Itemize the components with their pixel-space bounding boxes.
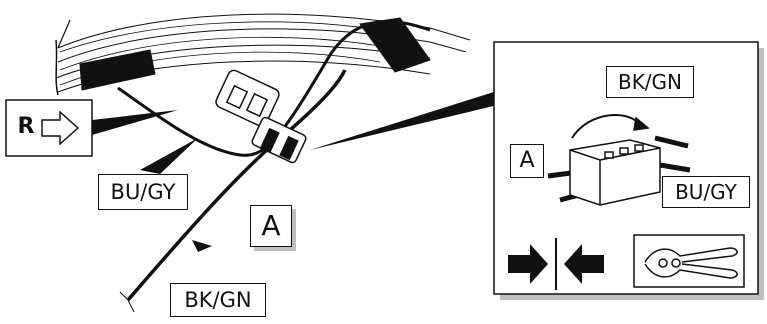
side-marker bbox=[5, 99, 93, 157]
detail-wire-label-bk-gn: BK/GN bbox=[606, 66, 694, 98]
crimping-pliers-icon bbox=[633, 234, 745, 288]
detail-connector-label: A bbox=[510, 144, 544, 178]
wiring-harness bbox=[55, 13, 471, 96]
main-splice-connector bbox=[215, 69, 307, 164]
main-connector-label: A bbox=[250, 205, 292, 247]
detail-wire-label-bu-gy: BU/GY bbox=[662, 176, 750, 208]
wire-label-bu-gy: BU/GY bbox=[98, 174, 188, 210]
push-together-arrows-icon bbox=[508, 238, 604, 290]
right-arrow-outline-icon bbox=[41, 110, 80, 146]
leader-lines bbox=[92, 90, 502, 252]
wire-label-bk-gn: BK/GN bbox=[170, 283, 266, 317]
side-marker-letter: R bbox=[17, 114, 35, 139]
detail-splice-connector bbox=[569, 114, 661, 206]
